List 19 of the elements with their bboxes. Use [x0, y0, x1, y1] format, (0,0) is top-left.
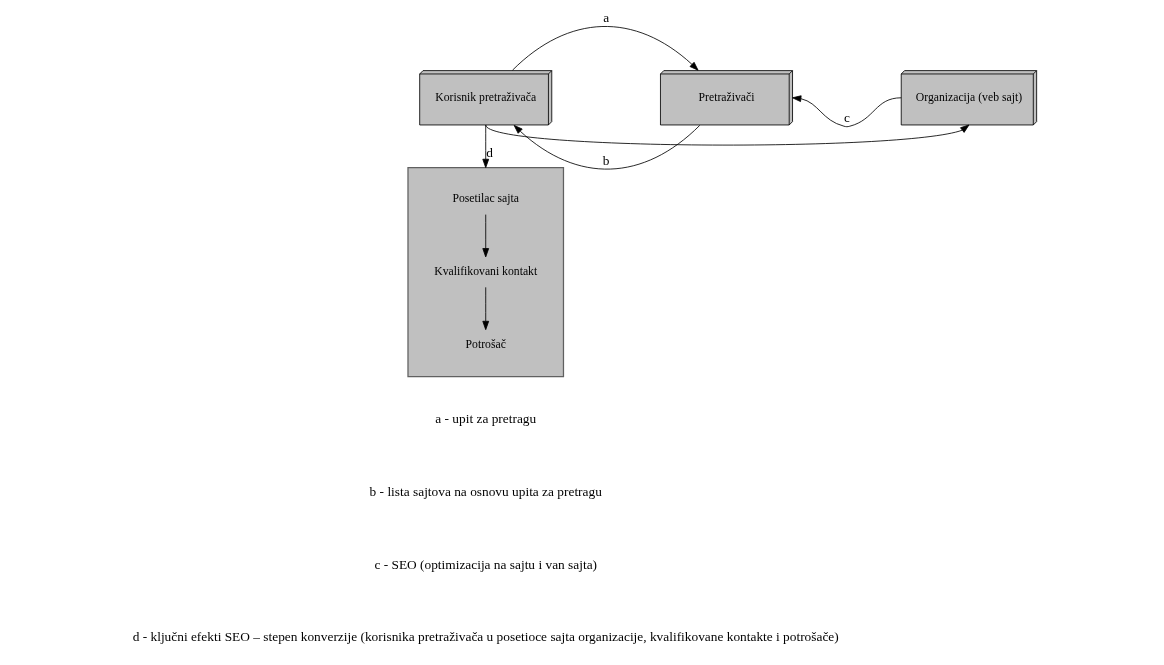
node-text: Potrošač: [465, 337, 506, 351]
arrow: [791, 95, 902, 128]
arrow: [481, 286, 489, 331]
edge-label: a: [602, 10, 609, 26]
edge-label: b: [602, 152, 609, 168]
edge-label: d: [485, 144, 493, 160]
label: d - ključni efekti SEO – stepen konverzije (korisnika pretraživača u posetioce sajta organizacije, kvalifikovane kontakte i potrošače): [132, 629, 839, 645]
arrow: [481, 124, 489, 168]
node-text: Kvalifikovani kontakt: [433, 265, 537, 279]
label: c - SEO (optimizacija na sajtu i van sajta): [373, 556, 597, 572]
edge-label: c: [843, 109, 850, 125]
node-text: Posetilac sajta: [451, 192, 519, 206]
arrow: [511, 26, 698, 71]
arrow: [484, 124, 969, 146]
arrow: [513, 124, 700, 170]
cluster: [406, 166, 564, 378]
label: b - lista sajtova na osnovu upita za pretragu: [369, 483, 602, 499]
label: a - upit za pretragu: [434, 411, 536, 427]
arrow: [481, 214, 489, 258]
